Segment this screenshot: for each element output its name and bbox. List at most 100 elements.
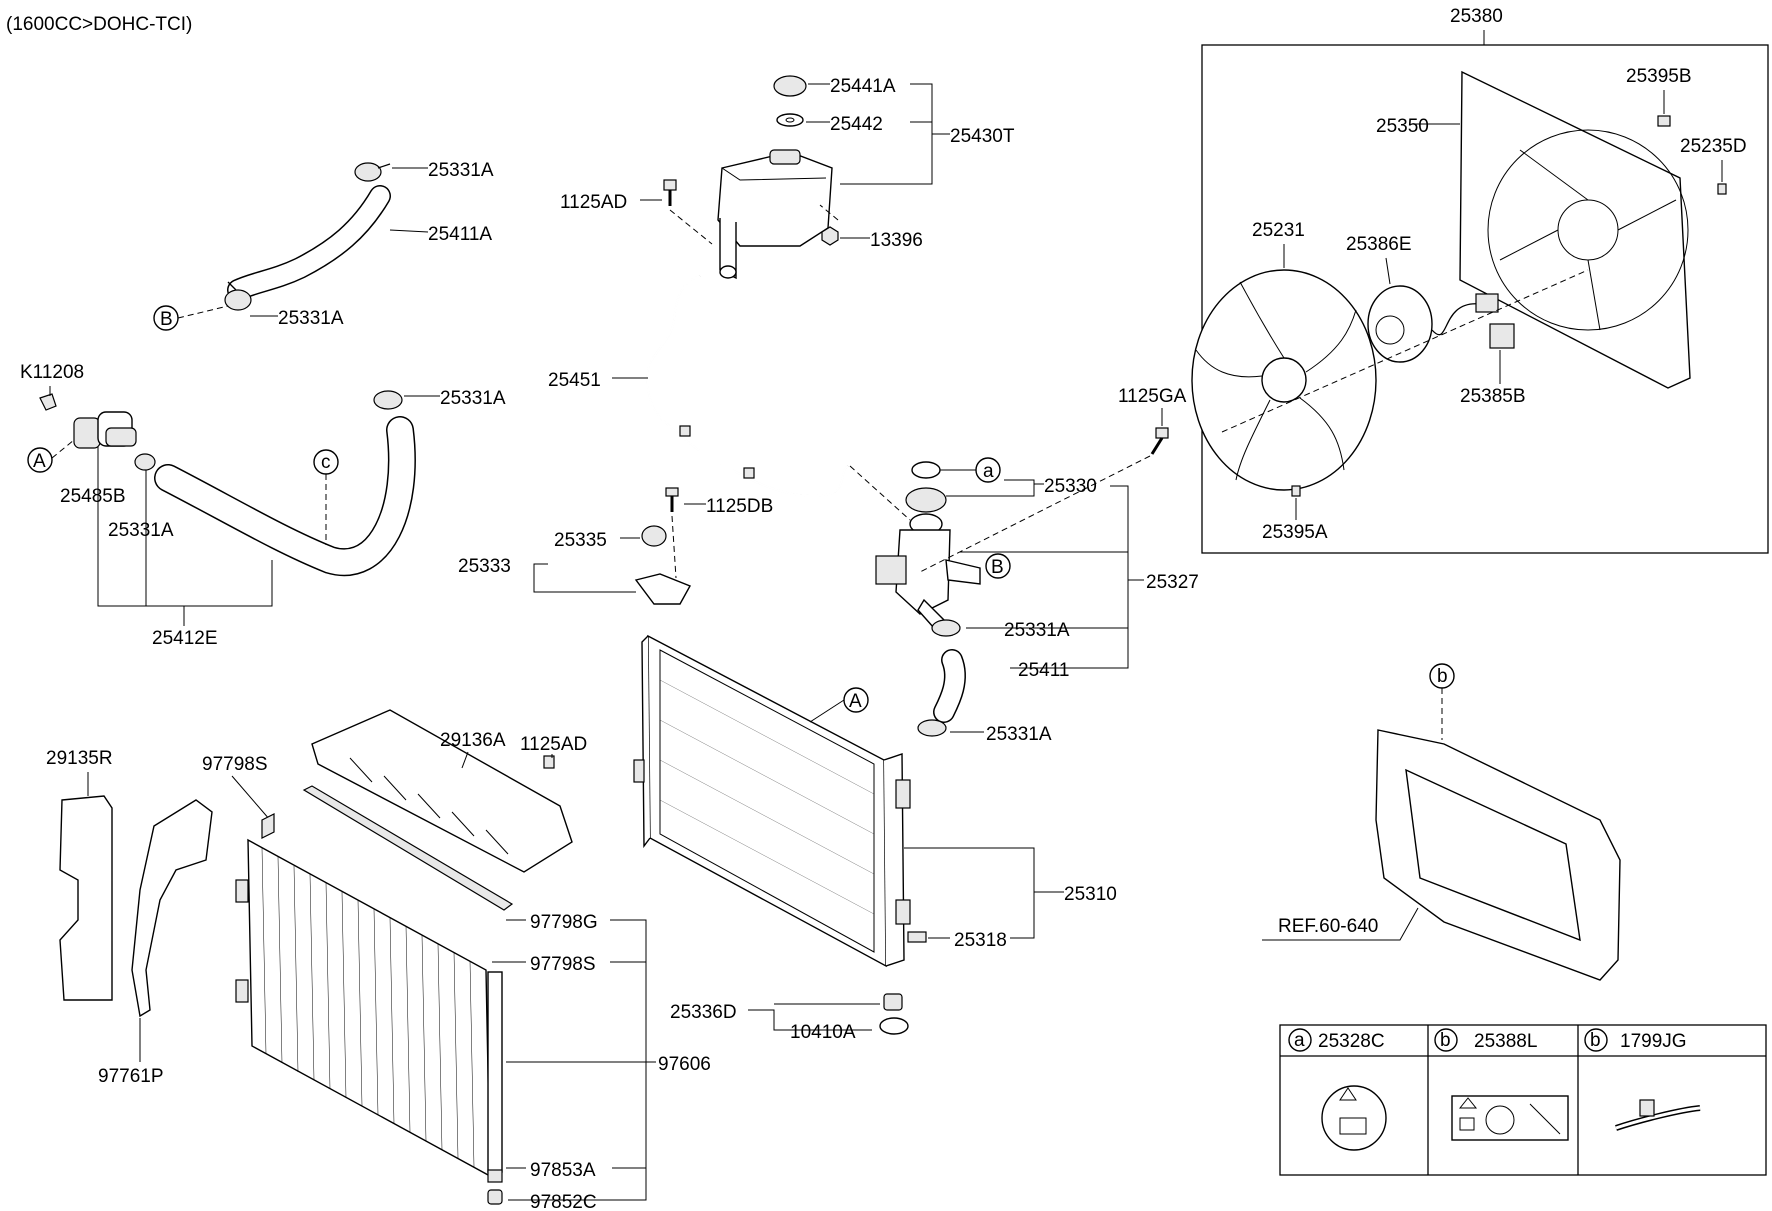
air-guard-29135r[interactable] xyxy=(59,795,113,1001)
label-25231: 25231 xyxy=(1252,220,1305,241)
motor-25386e[interactable] xyxy=(1367,285,1433,363)
legend-callout-a-circle xyxy=(1288,1028,1312,1052)
bushing-10410a[interactable] xyxy=(879,1017,909,1035)
label-25350: 25350 xyxy=(1376,116,1429,137)
label-25310: 25310 xyxy=(1064,884,1117,905)
label-25336d: 25336D xyxy=(670,1002,737,1023)
screw-25395a[interactable] xyxy=(1291,485,1301,497)
label-25412e: 25412E xyxy=(152,628,218,649)
hose-25411[interactable] xyxy=(933,649,966,723)
nut-13396[interactable] xyxy=(821,226,839,246)
callout-b-circle-right xyxy=(985,553,1011,579)
legend-part-1799jg: 1799JG xyxy=(1620,1031,1687,1052)
label-25330: 25330 xyxy=(1044,476,1097,497)
hose-25411a[interactable] xyxy=(227,185,391,301)
legend-label-25388l-icon xyxy=(1451,1095,1569,1141)
fitting-25485b[interactable] xyxy=(73,411,137,449)
label-29136a: 29136A xyxy=(440,730,506,751)
label-1125ga: 1125GA xyxy=(1118,386,1187,407)
air-guard-29136a[interactable] xyxy=(311,709,573,873)
cap-25330[interactable] xyxy=(905,487,947,535)
label-1125ad-low: 1125AD xyxy=(520,734,587,755)
legend-part-25388l: 25388L xyxy=(1474,1031,1537,1052)
label-97761p: 97761P xyxy=(98,1066,164,1087)
reservoir-25430t[interactable] xyxy=(717,149,833,280)
legend-callout-b2-circle xyxy=(1584,1028,1608,1052)
carrier-assembly[interactable] xyxy=(1375,729,1621,981)
fan-25231[interactable] xyxy=(1191,269,1377,491)
engine-note: (1600CC>DOHC-TCI) xyxy=(6,14,192,35)
bracket-25333[interactable] xyxy=(634,573,691,605)
clamp-25331a-r1[interactable] xyxy=(931,619,961,637)
clip-k11208[interactable] xyxy=(39,393,57,411)
receiver-97853a[interactable] xyxy=(487,1169,503,1183)
label-25411: 25411 xyxy=(1018,660,1069,681)
label-25331a-top: 25331A xyxy=(428,160,494,181)
callout-b-left: B xyxy=(160,309,173,330)
label-25451: 25451 xyxy=(548,370,601,391)
seal-97798g[interactable] xyxy=(302,785,514,911)
clamp-25331a-left[interactable] xyxy=(134,453,156,471)
condenser-97606[interactable] xyxy=(235,838,503,1178)
label-97606: 97606 xyxy=(658,1054,711,1075)
screw-25235d[interactable] xyxy=(1717,183,1727,195)
bolt-1125ad-top[interactable] xyxy=(663,179,677,206)
label-1125ad-top: 1125AD xyxy=(560,192,627,213)
bolt-1125ad-low[interactable] xyxy=(543,755,555,769)
seal-97798s-top[interactable] xyxy=(261,813,275,839)
label-25385b: 25385B xyxy=(1460,386,1526,407)
label-25335: 25335 xyxy=(554,530,607,551)
legend-callout-a: a xyxy=(1294,1030,1305,1051)
bolt-1125ga[interactable] xyxy=(1150,427,1169,455)
bolt-25395b[interactable] xyxy=(1657,115,1671,127)
label-25386e: 25386E xyxy=(1346,234,1412,255)
label-25442: 25442 xyxy=(830,114,883,135)
label-25331a-mid: 25331A xyxy=(440,388,506,409)
bolt-1125db[interactable] xyxy=(665,487,679,512)
label-k11208: K11208 xyxy=(20,362,84,383)
label-25327: 25327 xyxy=(1146,572,1199,593)
water-outlet-25327[interactable] xyxy=(875,529,981,629)
clamp-25331a-r2[interactable] xyxy=(917,719,947,737)
drain-plug-25318[interactable] xyxy=(907,931,927,943)
label-1125db: 1125DB xyxy=(706,496,773,517)
cap-25441a[interactable] xyxy=(773,75,807,97)
label-25380: 25380 xyxy=(1450,6,1503,27)
bracket-97761p[interactable] xyxy=(131,799,213,1018)
label-25331a-r2: 25331A xyxy=(986,724,1052,745)
label-97798s-mid: 97798S xyxy=(530,954,596,975)
callout-a-small: a xyxy=(983,461,994,482)
label-25333: 25333 xyxy=(458,556,511,577)
label-25235d: 25235D xyxy=(1680,136,1747,157)
callout-a-left: A xyxy=(33,451,46,472)
callout-b-right: B xyxy=(991,557,1004,578)
shroud-25350[interactable] xyxy=(1459,70,1691,389)
clamp-25331a-top[interactable] xyxy=(354,162,391,182)
label-25430t: 25430T xyxy=(950,126,1015,147)
mount-25336d[interactable] xyxy=(883,993,903,1011)
clamp-25331a-b[interactable] xyxy=(224,281,252,311)
sensor-a-callout xyxy=(911,457,1001,483)
mount-25335[interactable] xyxy=(641,525,667,547)
label-25395b: 25395B xyxy=(1626,66,1692,87)
callout-c: c xyxy=(321,452,331,473)
legend-table xyxy=(1279,1024,1767,1176)
hose-25412e[interactable] xyxy=(154,416,416,576)
label-97853a: 97853A xyxy=(530,1160,596,1181)
legend-callout-b1-circle xyxy=(1434,1028,1458,1052)
harness-connector-25385b[interactable] xyxy=(1431,293,1515,349)
callout-a-rad: A xyxy=(849,691,862,712)
gasket-25442[interactable] xyxy=(776,113,804,127)
hose-25451[interactable] xyxy=(646,275,849,497)
fan-assembly-box xyxy=(1201,44,1769,554)
radiator-25310[interactable] xyxy=(633,634,911,968)
label-13396: 13396 xyxy=(870,230,923,251)
label-97798s-top: 97798S xyxy=(202,754,268,775)
label-25331a-left: 25331A xyxy=(108,520,174,541)
callout-b-carrier: b xyxy=(1437,666,1448,687)
clamp-25331a-mid[interactable] xyxy=(373,390,403,410)
callout-a-circle-left xyxy=(27,447,53,473)
cap-97852c[interactable] xyxy=(487,1189,503,1205)
label-25395a: 25395A xyxy=(1262,522,1328,543)
